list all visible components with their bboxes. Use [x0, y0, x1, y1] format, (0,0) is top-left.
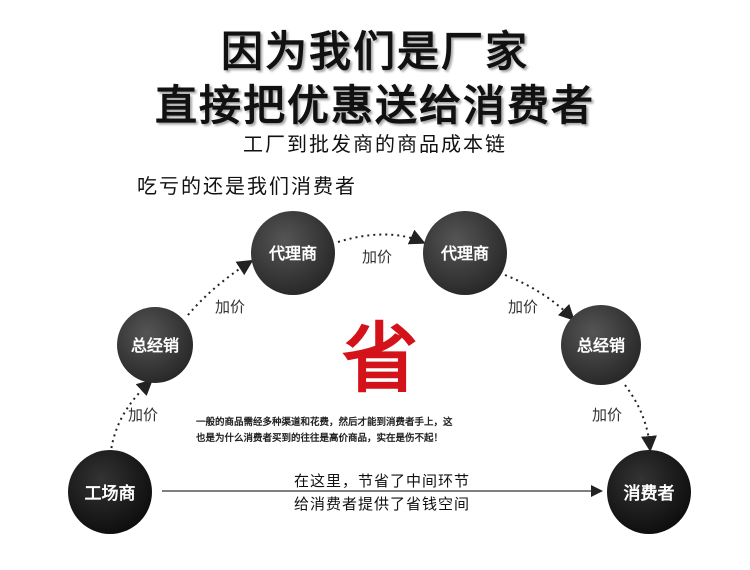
- node-agent-left: 代理商: [251, 211, 335, 295]
- markup-label-2: 加价: [215, 298, 245, 316]
- arrow-factory-to-distributor: [109, 379, 153, 461]
- explanation-note-line-1: 一般的商品需经多种渠道和花费，然后才能到消费者手上，这: [196, 417, 453, 428]
- node-consumer: 消费者: [607, 450, 691, 534]
- explanation-note: 一般的商品需经多种渠道和花费，然后才能到消费者手上，这 也是为什么消费者买到的往…: [196, 415, 566, 447]
- arrow-distributor-to-consumer: [624, 384, 657, 452]
- save-character: 省: [342, 314, 418, 403]
- node-agent-right: 代理商: [423, 211, 507, 295]
- node-consumer-label: 消费者: [624, 483, 675, 504]
- headline-line-1: 因为我们是厂家: [220, 27, 529, 76]
- arrow-agent-to-agent: [337, 229, 426, 245]
- headline-line-2: 直接把优惠送给消费者: [154, 81, 595, 130]
- node-factory-label: 工场商: [85, 483, 136, 504]
- markup-label-5: 加价: [592, 406, 622, 424]
- markup-label-4: 加价: [508, 298, 538, 316]
- node-distributor-right-label: 总经销: [577, 336, 625, 355]
- node-distributor-left: 总经销: [117, 307, 193, 383]
- markup-label-3: 加价: [362, 248, 392, 266]
- explanation-note-line-2: 也是为什么消费者买到的往往是高价商品，实在是伤不起！: [196, 433, 444, 444]
- subheading-line-2: 吃亏的还是我们消费者: [137, 174, 357, 198]
- subheading-line-1: 工厂到批发商的商品成本链: [243, 132, 507, 156]
- direct-route-text-2: 给消费者提供了省钱空间: [293, 495, 470, 513]
- node-distributor-left-label: 总经销: [131, 336, 179, 355]
- direct-route-text-1: 在这里，节省了中间环节: [293, 472, 470, 490]
- node-distributor-right: 总经销: [561, 305, 641, 385]
- node-agent-left-label: 代理商: [268, 244, 317, 263]
- node-agent-right-label: 代理商: [440, 244, 489, 263]
- node-factory: 工场商: [68, 450, 152, 534]
- arrow-agent-to-distributor: [504, 274, 575, 321]
- arrow-distributor-to-agent: [187, 259, 254, 316]
- markup-label-1: 加价: [128, 406, 158, 424]
